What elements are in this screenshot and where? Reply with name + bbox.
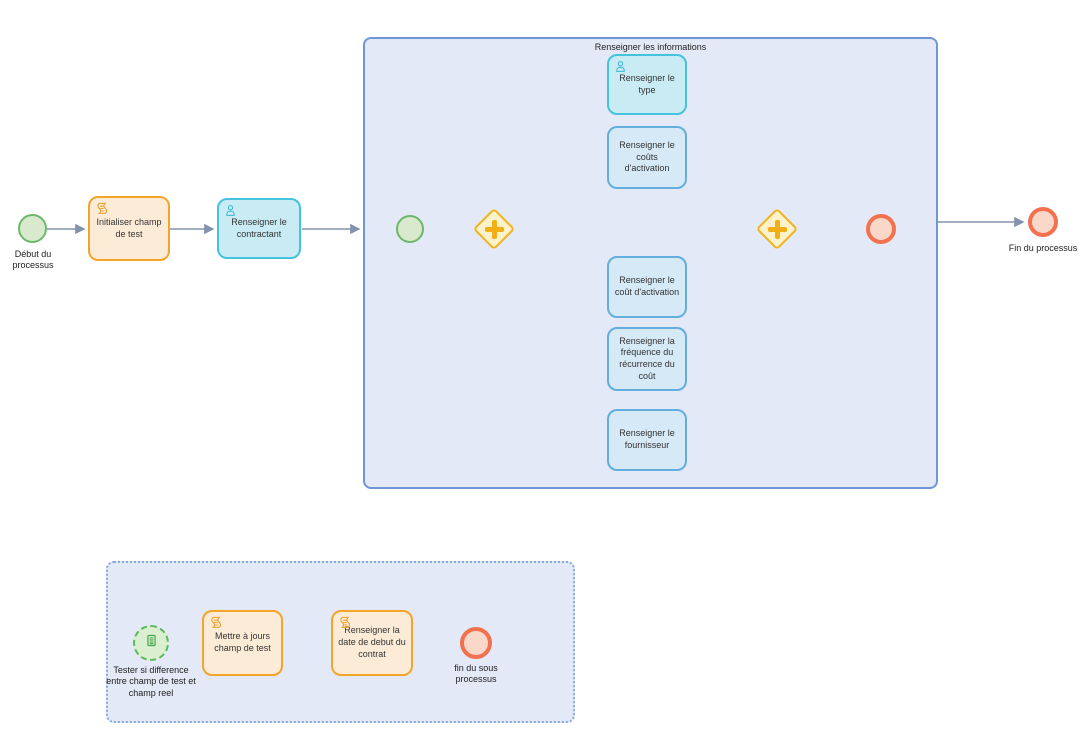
task-renseigner-type[interactable]: Renseigner le type bbox=[607, 54, 687, 115]
task-renseigner-date-debut[interactable]: Renseigner la date de debut du contrat bbox=[331, 610, 413, 676]
user-icon bbox=[614, 60, 627, 77]
end-event-sub-test[interactable] bbox=[460, 627, 492, 659]
task-label: Initialiser champ de test bbox=[96, 216, 162, 239]
task-renseigner-fournisseur[interactable]: Renseigner le fournisseur bbox=[607, 409, 687, 471]
start-event-main-label: Début du processus bbox=[12, 249, 54, 271]
task-initialiser-champ-de-test[interactable]: Initialiser champ de test bbox=[88, 196, 170, 261]
task-label: Mettre à jours champ de test bbox=[214, 631, 271, 653]
end-event-subprocess[interactable] bbox=[866, 214, 896, 244]
user-icon bbox=[224, 204, 237, 221]
conditional-start-label: Tester si difference entre champ de test… bbox=[106, 665, 196, 698]
start-event-subprocess[interactable] bbox=[396, 215, 424, 243]
document-icon bbox=[144, 633, 159, 653]
task-label: Renseigner le coûts d'activation bbox=[619, 139, 675, 174]
task-renseigner-cout-activation[interactable]: Renseigner le coût d'activation bbox=[607, 256, 687, 318]
conditional-start-event[interactable] bbox=[133, 625, 169, 661]
script-icon bbox=[209, 616, 222, 633]
gateway-plus-icon bbox=[491, 219, 497, 239]
end-event-main-label: Fin du processus bbox=[1008, 243, 1078, 253]
end-event-sub-test-label: fin du sous processus bbox=[454, 663, 498, 685]
task-mettre-a-jour-champ-test[interactable]: Mettre à jours champ de test bbox=[202, 610, 283, 676]
start-event-main[interactable] bbox=[18, 214, 47, 243]
task-renseigner-frequence[interactable]: Renseigner la fréquence du récurrence du… bbox=[607, 327, 687, 391]
task-label: Renseigner le type bbox=[619, 72, 675, 95]
subprocess-title: Renseigner les informations bbox=[594, 42, 707, 52]
script-icon bbox=[338, 616, 351, 633]
gateway-plus-icon bbox=[774, 219, 780, 239]
task-renseigner-contractant[interactable]: Renseigner le contractant bbox=[217, 198, 301, 259]
task-label: Renseigner le fournisseur bbox=[619, 428, 675, 450]
task-label: Renseigner la date de debut du contrat bbox=[338, 625, 406, 659]
task-label: Renseigner le contractant bbox=[231, 216, 287, 239]
task-label: Renseigner la fréquence du récurrence du… bbox=[619, 335, 675, 381]
task-renseigner-couts-activation[interactable]: Renseigner le coûts d'activation bbox=[607, 126, 687, 189]
end-event-main[interactable] bbox=[1028, 207, 1058, 237]
script-icon bbox=[95, 202, 108, 219]
task-label: Renseigner le coût d'activation bbox=[614, 275, 680, 297]
